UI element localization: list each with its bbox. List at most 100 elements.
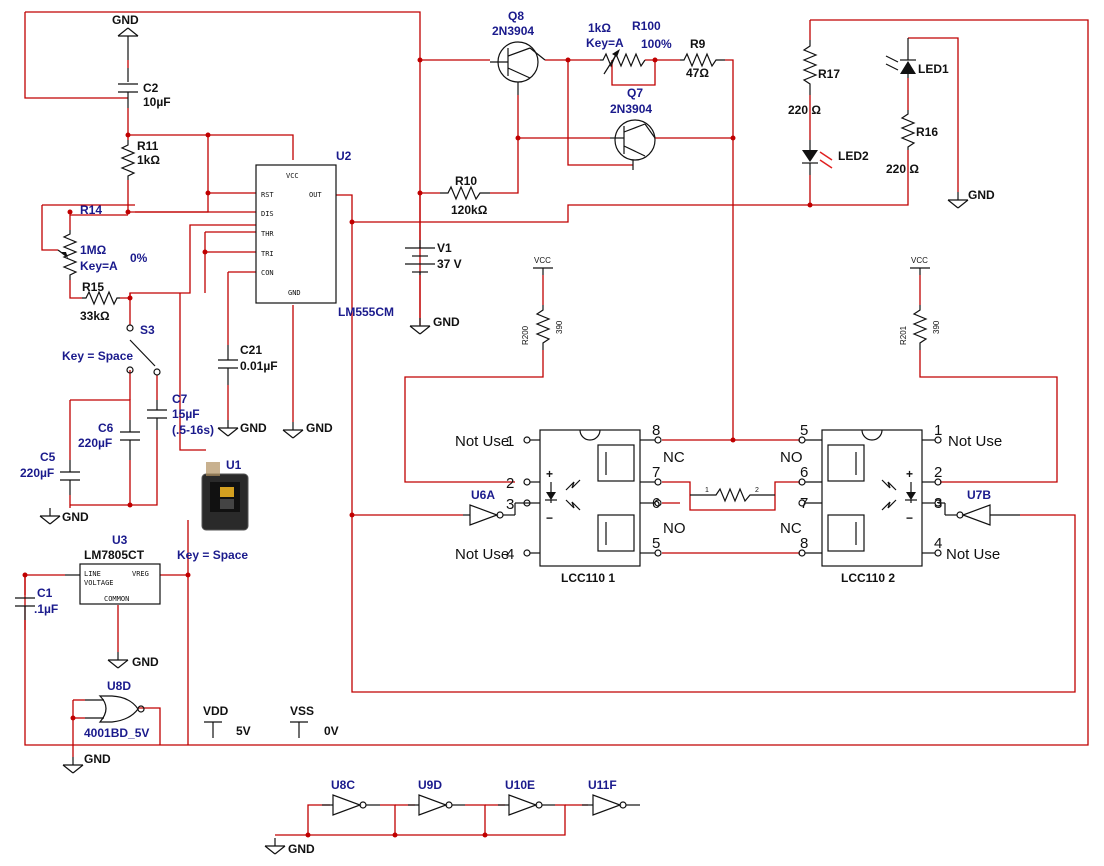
vcc-r200: VCC R200 390 (521, 256, 564, 350)
resistor-r10: R10 120kΩ (440, 174, 490, 217)
svg-text:U7B: U7B (967, 488, 991, 502)
svg-text:C7: C7 (172, 392, 188, 406)
svg-text:0.01µF: 0.01µF (240, 359, 278, 373)
svg-text:GND: GND (112, 13, 139, 27)
svg-text:U8D: U8D (107, 679, 131, 693)
svg-text:R10: R10 (455, 174, 477, 188)
regulator-u3: LINE VOLTAGE VREG COMMON U3 LM7805CT (65, 533, 161, 605)
resistor-coupling: 1 2 (690, 487, 775, 503)
capacitor-c2: C2 10µF (118, 68, 171, 109)
svg-text:V1: V1 (437, 241, 452, 255)
svg-text:LCC110 1: LCC110 1 (561, 571, 615, 585)
ic-u2-lm555: VCC RST DIS THR TRI CON OUT GND U2 LM555… (255, 149, 394, 319)
svg-text:220 Ω: 220 Ω (886, 162, 919, 176)
inverter-u10e: U10E (498, 778, 555, 816)
ground-c21: GND (217, 419, 267, 437)
svg-text:NC: NC (663, 449, 685, 466)
svg-text:7: 7 (800, 495, 808, 512)
ground-top: GND (112, 13, 139, 60)
svg-text:TRI: TRI (261, 250, 274, 258)
svg-text:GND: GND (288, 842, 315, 856)
junctions (22, 57, 813, 838)
ground-u2: GND (282, 421, 333, 439)
svg-text:100%: 100% (641, 37, 672, 51)
ground-v1: GND (409, 315, 460, 335)
svg-text:LINE: LINE (84, 570, 101, 578)
svg-text:LM555CM: LM555CM (338, 305, 394, 319)
svg-text:5: 5 (800, 422, 808, 439)
rail-vss: VSS 0V (290, 704, 339, 738)
svg-text:1: 1 (506, 433, 514, 450)
led-led2: LED2 (802, 140, 869, 175)
svg-text:C5: C5 (40, 450, 56, 464)
svg-text:7: 7 (652, 464, 660, 481)
svg-text:GND: GND (240, 421, 267, 435)
svg-text:GND: GND (433, 315, 460, 329)
resistor-r11: R11 1kΩ (120, 139, 160, 180)
svg-text:2: 2 (934, 464, 942, 481)
svg-text:33kΩ: 33kΩ (80, 309, 110, 323)
svg-text:S3: S3 (140, 323, 155, 337)
svg-text:8: 8 (800, 535, 808, 552)
svg-text:COMMON: COMMON (104, 595, 129, 603)
potentiometer-r100: 1kΩ Key=A R100 100% (586, 19, 672, 75)
ground-u3: GND (107, 651, 159, 669)
capacitor-c21: C21 0.01µF (218, 343, 278, 385)
svg-text:U3: U3 (112, 533, 128, 547)
dip-switch-u1[interactable]: U1 Key = Space (177, 458, 249, 562)
inverter-u11f: U11F (582, 778, 640, 816)
svg-text:VOLTAGE: VOLTAGE (84, 579, 114, 587)
svg-text:390: 390 (555, 320, 564, 334)
svg-text:DIS: DIS (261, 210, 274, 218)
svg-text:GND: GND (288, 289, 301, 297)
svg-text:RST: RST (261, 191, 274, 199)
svg-text:−: − (906, 511, 913, 525)
svg-text:LED2: LED2 (838, 149, 869, 163)
svg-text:Q7: Q7 (627, 86, 643, 100)
svg-text:2: 2 (755, 487, 759, 494)
svg-text:0V: 0V (324, 724, 339, 738)
svg-text:.1µF: .1µF (34, 602, 58, 616)
svg-text:VCC: VCC (911, 256, 928, 265)
svg-text:CON: CON (261, 269, 274, 277)
svg-text:Not Use: Not Use (455, 546, 509, 563)
rail-vdd: VDD 5V (203, 704, 251, 738)
svg-text:3: 3 (506, 496, 514, 513)
gate-u8d: U8D 4001BD_5V (84, 679, 149, 740)
svg-text:(.5-16s): (.5-16s) (172, 423, 214, 437)
vcc-r201: VCC R201 390 (899, 256, 941, 350)
led-led1: LED1 (885, 38, 949, 78)
capacitor-c6: C6 220µF (78, 420, 140, 460)
svg-text:VCC: VCC (286, 172, 299, 180)
svg-text:THR: THR (261, 230, 274, 238)
inverter-u6a: U6A (463, 488, 530, 526)
svg-text:R201: R201 (899, 325, 908, 345)
svg-text:U6A: U6A (471, 488, 495, 502)
svg-text:47Ω: 47Ω (686, 66, 709, 80)
svg-text:GND: GND (306, 421, 333, 435)
svg-text:C21: C21 (240, 343, 262, 357)
svg-text:1kΩ: 1kΩ (137, 153, 160, 167)
transistor-q8: Q8 2N3904 (490, 9, 546, 95)
svg-text:NC: NC (780, 520, 802, 537)
relay-lcc110-1: + − 1 2 3 4 8 7 6 5 Not Use Not Use NC N… (455, 422, 686, 585)
svg-text:R14: R14 (80, 203, 102, 217)
svg-text:GND: GND (968, 188, 995, 202)
svg-text:+: + (906, 467, 913, 481)
ground-led1: GND (947, 188, 995, 209)
potentiometer-r14: R14 1MΩ Key=A 0% (57, 203, 148, 280)
svg-text:GND: GND (132, 655, 159, 669)
svg-text:R200: R200 (521, 325, 530, 345)
svg-text:U11F: U11F (588, 778, 617, 792)
svg-text:+: + (546, 467, 553, 481)
resistor-r17: R17 220 Ω (788, 40, 840, 117)
svg-text:5V: 5V (236, 724, 251, 738)
svg-text:37 V: 37 V (437, 257, 462, 271)
svg-text:LCC110 2: LCC110 2 (841, 571, 895, 585)
svg-text:VDD: VDD (203, 704, 229, 718)
svg-text:1: 1 (934, 422, 942, 439)
switch-s3[interactable]: S3 Key = Space (62, 323, 161, 376)
svg-text:LM7805CT: LM7805CT (84, 548, 145, 562)
svg-text:15µF: 15µF (172, 407, 200, 421)
svg-text:U2: U2 (336, 149, 352, 163)
